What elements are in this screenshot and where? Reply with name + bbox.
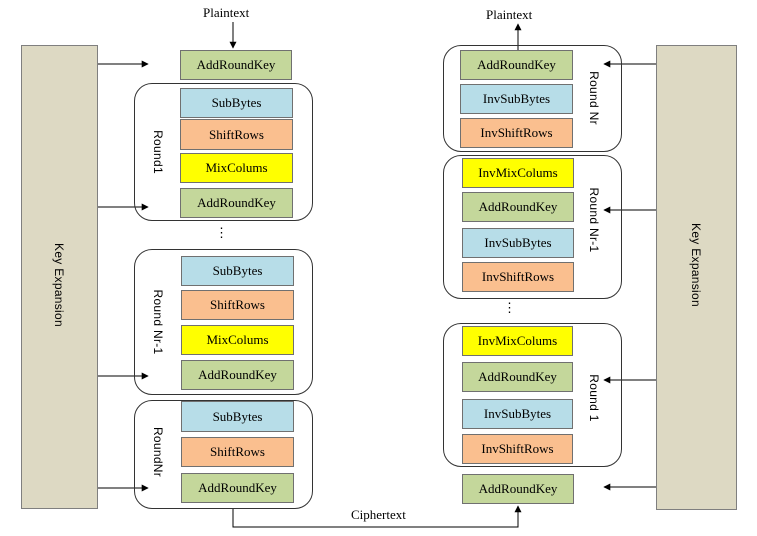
ciphertext-path [232, 505, 522, 528]
dec-round-1-invmixcolumns: InvMixColums [462, 326, 573, 356]
dec-round-1-addroundkey: AddRoundKey [462, 362, 573, 392]
key-expansion-right-label: Key Expansion [689, 223, 703, 307]
enc-round-nr-1-label: Round Nr-1 [151, 289, 165, 355]
dec-round-nr-1-container [443, 155, 622, 299]
dec-round-nr-1-invmixcolumns: InvMixColums [462, 158, 574, 188]
dec-round-nr-invsubbytes: InvSubBytes [460, 84, 573, 114]
dec-round-nr-container [443, 45, 622, 152]
dec-round-1-invshiftrows: InvShiftRows [462, 434, 573, 464]
enc-round-nr-subbytes: SubBytes [181, 401, 294, 432]
ciphertext-label: Ciphertext [351, 507, 406, 522]
dec-round-nr-addroundkey: AddRoundKey [460, 50, 573, 80]
dec-round-1-container [443, 323, 622, 467]
enc-round-1-mixcolumns: MixColums [180, 153, 293, 183]
key-expansion-left [21, 45, 98, 509]
enc-ellipsis: ⋮ [215, 225, 228, 240]
dec-round-1-invsubbytes: InvSubBytes [462, 399, 573, 429]
enc-round-nr-shiftrows: ShiftRows [181, 437, 294, 467]
enc-round-1-shiftrows: ShiftRows [180, 119, 293, 150]
key-expansion-left-label: Key Expansion [52, 243, 66, 327]
dec-ellipsis: ⋮ [503, 300, 516, 315]
dec-round-nr-1-label: Round Nr-1 [587, 187, 601, 253]
dec-round-nr-1-invsubbytes: InvSubBytes [462, 228, 574, 258]
enc-round-nr-1-addroundkey: AddRoundKey [181, 360, 294, 390]
dec-round-1-label: Round 1 [587, 374, 601, 422]
enc-initial-addroundkey: AddRoundKey [180, 50, 292, 80]
key-expansion-right [656, 45, 737, 510]
enc-round-nr-1-subbytes: SubBytes [181, 256, 294, 286]
enc-round-1-subbytes: SubBytes [180, 88, 293, 118]
enc-round-nr-1-container [134, 249, 313, 395]
enc-round-nr-1-mixcolumns: MixColums [181, 325, 294, 355]
enc-round-nr-container [134, 400, 313, 509]
dec-final-addroundkey: AddRoundKey [462, 474, 574, 504]
enc-round-1-addroundkey: AddRoundKey [180, 188, 293, 218]
enc-round-nr-1-shiftrows: ShiftRows [181, 290, 294, 320]
dec-round-nr-label: Round Nr [587, 71, 601, 125]
dec-round-nr-1-addroundkey: AddRoundKey [462, 192, 574, 222]
plaintext-output-label: Plaintext [486, 7, 533, 22]
enc-round-nr-label: RoundNr [151, 426, 165, 478]
enc-round-1-label: Round1 [151, 130, 165, 174]
enc-round-1-container [134, 83, 313, 221]
dec-round-nr-invshiftrows: InvShiftRows [460, 118, 573, 148]
dec-round-nr-1-invshiftrows: InvShiftRows [462, 262, 574, 292]
enc-round-nr-addroundkey: AddRoundKey [181, 473, 294, 503]
plaintext-input-label: Plaintext [203, 5, 250, 20]
